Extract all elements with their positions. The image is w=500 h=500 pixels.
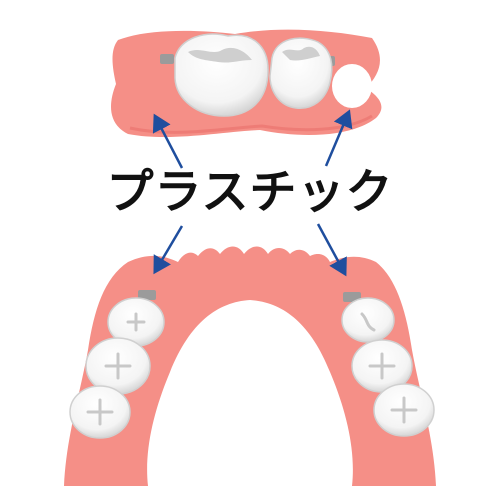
metal-clasp-icon bbox=[138, 290, 156, 300]
upper-molar-tooth bbox=[174, 33, 269, 117]
upper-gap-socket bbox=[332, 64, 372, 108]
upper-premolar-tooth bbox=[269, 37, 333, 109]
arrows bbox=[152, 109, 353, 277]
upper-partial-denture-icon bbox=[111, 29, 382, 138]
plastic-label: プラスチック bbox=[106, 165, 394, 220]
arrow-icon bbox=[153, 225, 184, 275]
arrow-icon bbox=[316, 223, 347, 277]
arrow-icon bbox=[152, 113, 184, 169]
lower-right-tooth-1 bbox=[341, 297, 395, 343]
lower-partial-denture-icon bbox=[64, 246, 436, 486]
arrow-icon bbox=[324, 109, 353, 167]
metal-clasp-icon bbox=[160, 54, 174, 64]
